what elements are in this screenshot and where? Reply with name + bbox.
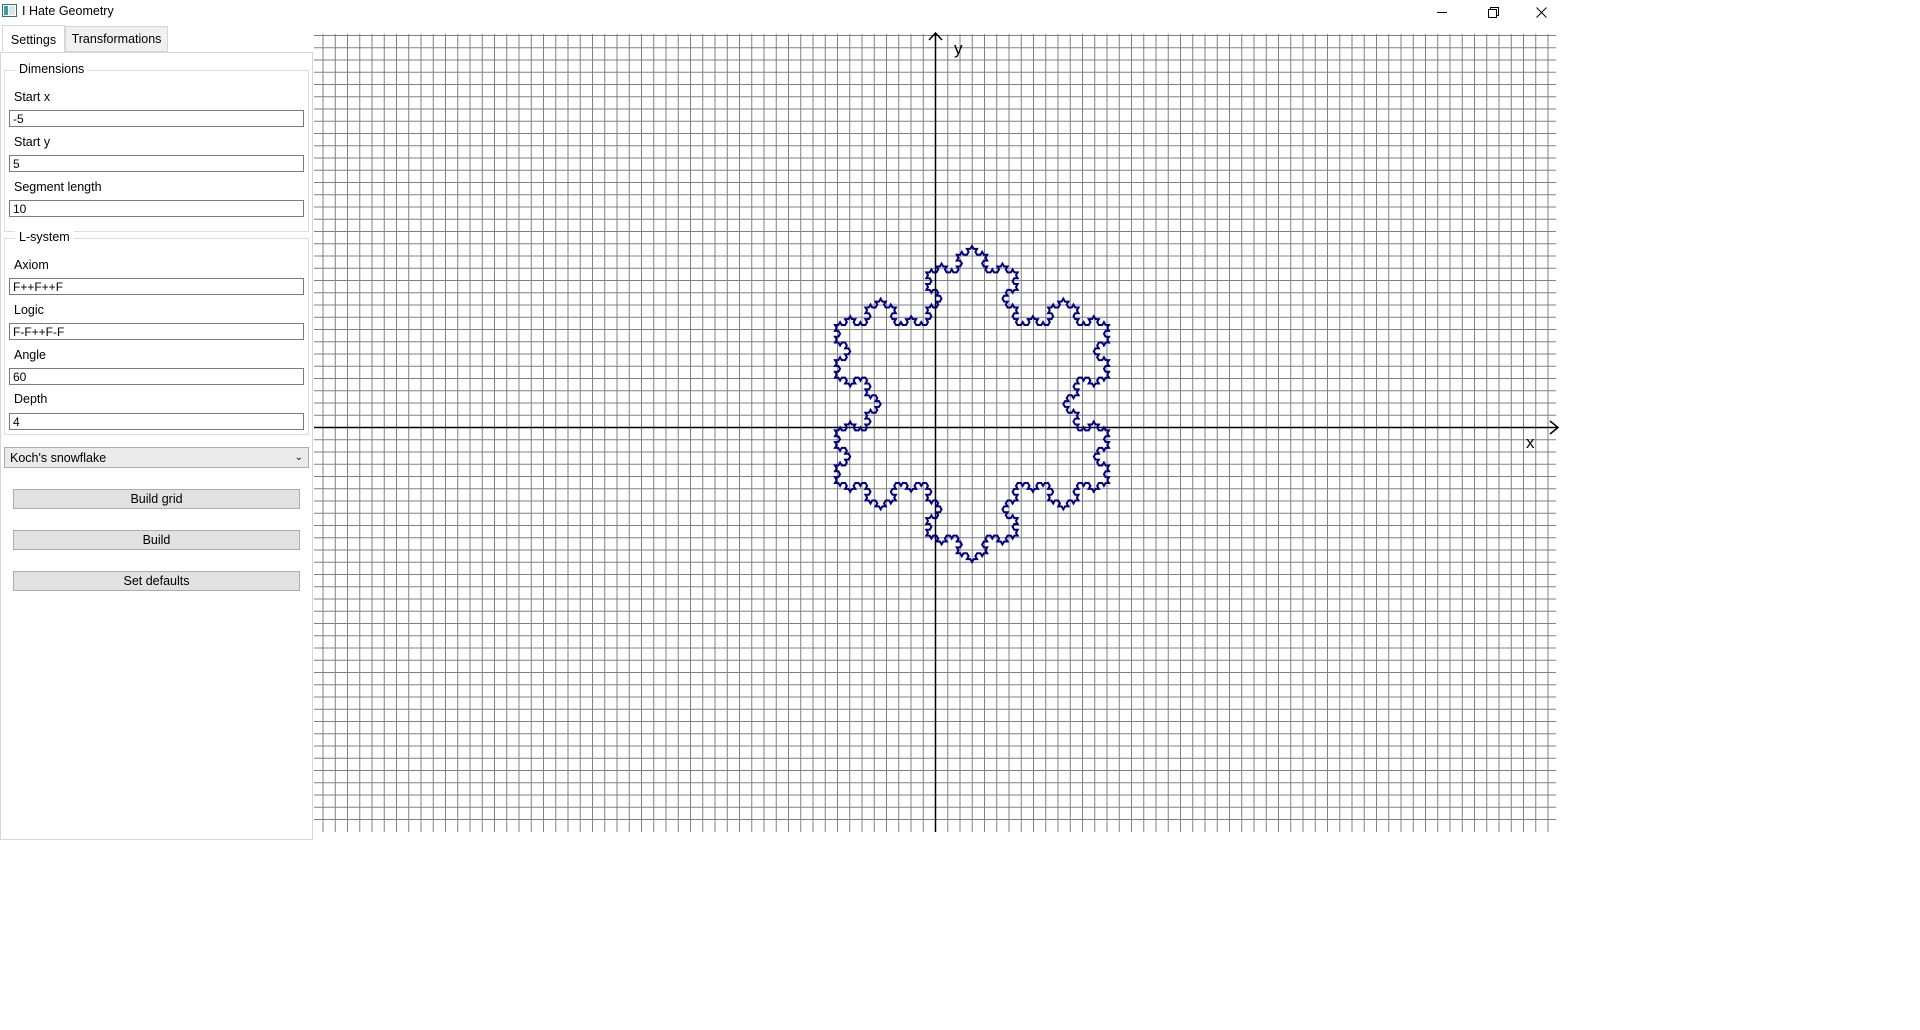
- koch-snowflake-curve: [833, 243, 1111, 565]
- axes: x y: [314, 31, 1560, 832]
- angle-label: Angle: [14, 348, 46, 362]
- snowflake-path: [833, 243, 1111, 565]
- dimensions-group-title: Dimensions: [15, 62, 89, 76]
- build-button[interactable]: Build: [13, 530, 300, 550]
- minimize-button[interactable]: [1419, 0, 1465, 24]
- axiom-input[interactable]: [9, 278, 304, 295]
- segment-length-label: Segment length: [14, 180, 102, 194]
- start-x-input[interactable]: [9, 110, 304, 127]
- axiom-label: Axiom: [14, 258, 49, 272]
- start-x-label: Start x: [14, 90, 51, 104]
- logic-input[interactable]: [9, 323, 304, 340]
- x-axis-label: x: [1526, 433, 1535, 452]
- settings-panel: [0, 52, 313, 840]
- angle-input[interactable]: [9, 368, 304, 385]
- close-icon: [1535, 6, 1547, 18]
- set-defaults-button[interactable]: Set defaults: [13, 571, 300, 591]
- lsystem-group: L-system: [4, 230, 309, 435]
- restore-button[interactable]: [1470, 0, 1516, 24]
- app-window-icon: [2, 4, 17, 17]
- depth-label: Depth: [14, 392, 48, 406]
- start-y-label: Start y: [14, 135, 51, 149]
- restore-icon: [1487, 6, 1499, 18]
- segment-length-input[interactable]: [9, 200, 304, 217]
- window-title: I Hate Geometry: [22, 4, 114, 18]
- logic-label: Logic: [14, 303, 44, 317]
- tab-transformations[interactable]: Transformations: [65, 26, 168, 52]
- dimensions-group: Dimensions: [4, 62, 309, 232]
- lsystem-group-title: L-system: [15, 230, 74, 244]
- y-axis-label: y: [954, 39, 963, 58]
- tab-settings[interactable]: Settings: [2, 25, 65, 53]
- title-bar: I Hate Geometry: [0, 0, 1920, 24]
- y-axis-arrow-icon: [928, 31, 943, 41]
- preset-selected-value: Koch's snowflake: [10, 450, 107, 465]
- close-button[interactable]: [1518, 0, 1564, 24]
- plot-canvas[interactable]: x y: [314, 26, 1560, 832]
- minimize-icon: [1437, 12, 1447, 13]
- build-grid-button[interactable]: Build grid: [13, 489, 300, 509]
- tab-strip: Transformations Settings: [0, 25, 314, 53]
- preset-dropdown[interactable]: Koch's snowflake ⌄: [4, 447, 309, 468]
- chevron-down-icon: ⌄: [294, 452, 303, 463]
- start-y-input[interactable]: [9, 155, 304, 172]
- x-axis-arrow-icon: [1549, 420, 1560, 435]
- depth-input[interactable]: [9, 413, 304, 430]
